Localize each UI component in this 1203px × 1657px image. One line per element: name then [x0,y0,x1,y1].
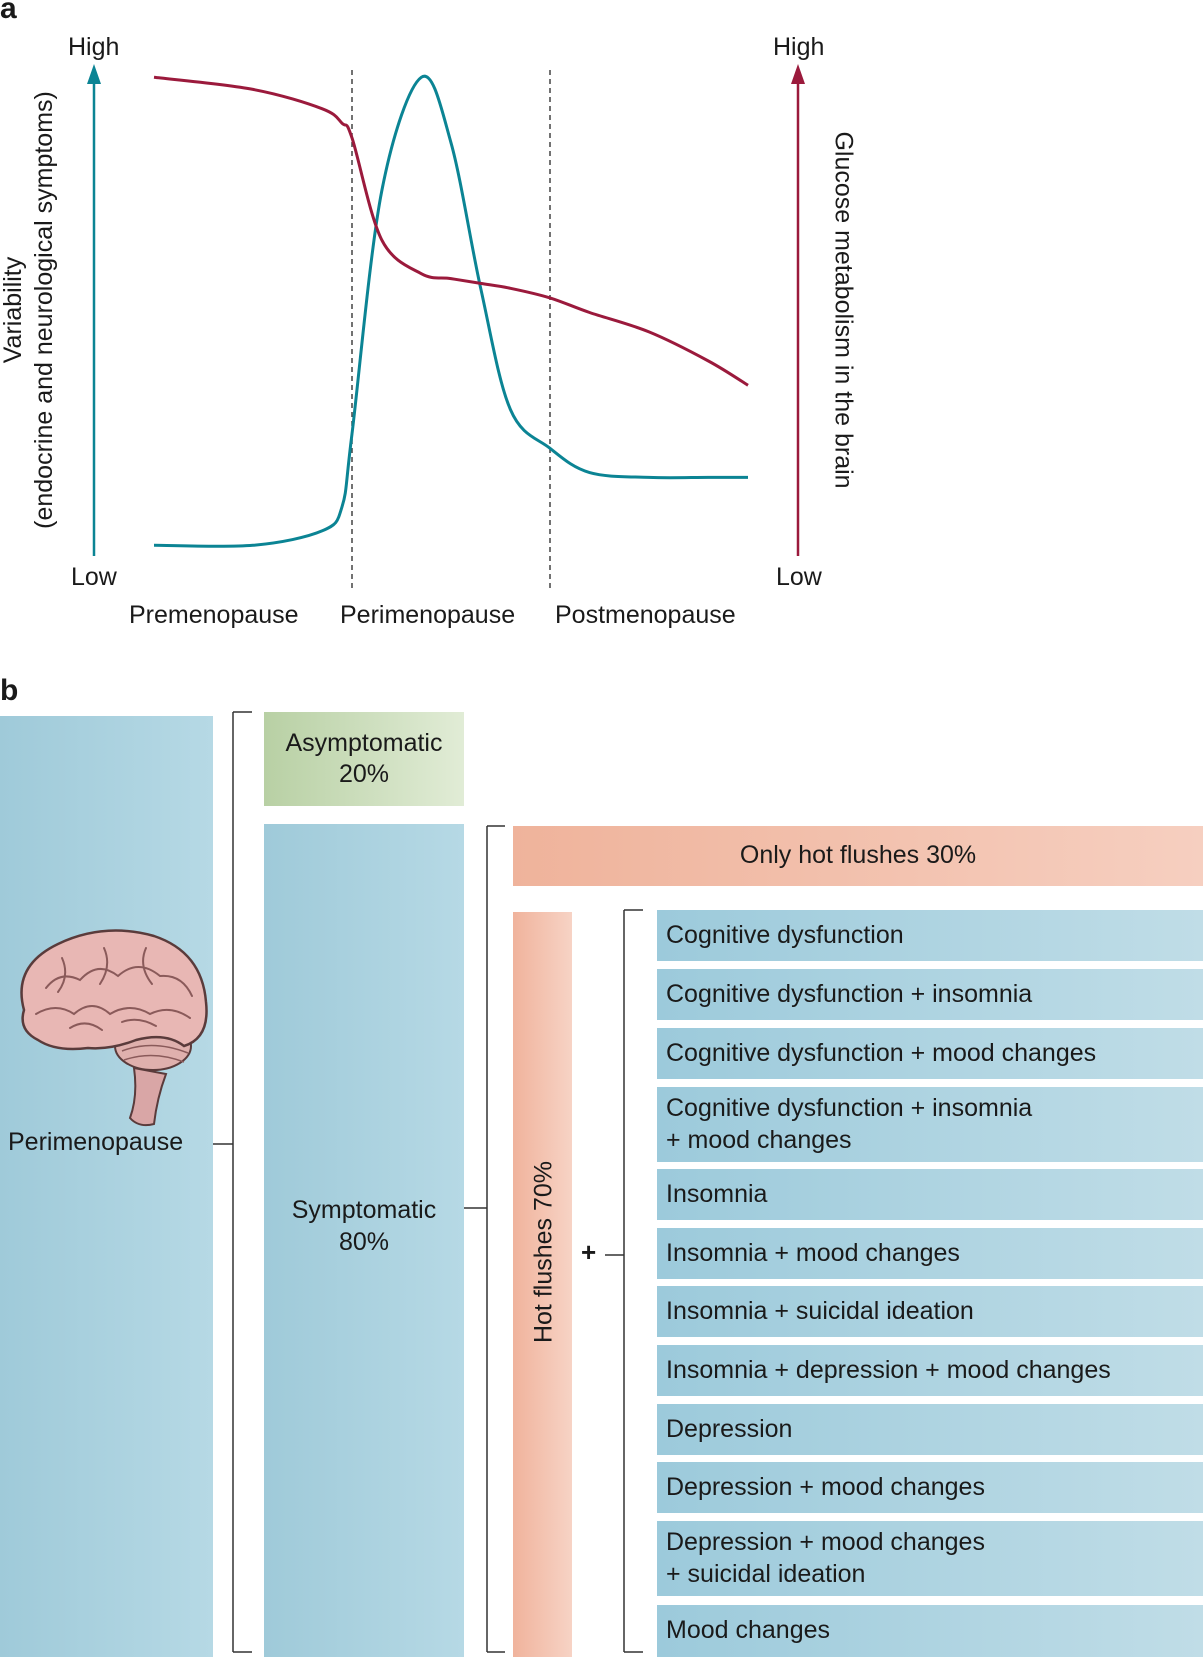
only-hot-flushes-label: Only hot flushes 30% [739,841,977,870]
perimenopause-label: Perimenopause [8,1128,184,1156]
left-axis-arrowhead [87,64,101,84]
phase-label-postmenopause: Postmenopause [555,601,736,629]
panel-a-letter: a [0,0,17,25]
symptomatic-label: Symptomatic 80% [291,1196,437,1256]
symptom-item: Insomnia + mood changes [657,1228,1203,1279]
symptom-item: Depression + mood changes [657,1462,1203,1513]
symptom-item: Mood changes [657,1605,1203,1657]
symptom-item: Cognitive dysfunction + mood changes [657,1028,1203,1079]
asymptomatic-label: Asymptomatic 20% [285,728,443,788]
brain-icon [20,929,208,1127]
only-hot-flushes-box: Only hot flushes 30% [513,826,1203,886]
variability-curve [153,74,748,548]
symptom-item: Cognitive dysfunction [657,910,1203,961]
symptom-item: Depression + mood changes + suicidal ide… [657,1521,1203,1596]
perimenopause-column [0,716,213,1657]
phase-label-premenopause: Premenopause [129,601,299,629]
symptom-item: Insomnia + depression + mood changes [657,1345,1203,1396]
glucose-variability-chart [87,64,805,588]
symptom-item: Depression [657,1404,1203,1455]
left-axis-low-label: Low [71,563,117,591]
phase-label-perimenopause: Perimenopause [340,601,516,629]
asymptomatic-box: Asymptomatic 20% [264,712,464,806]
plus-sign: + [581,1237,597,1267]
hot-flushes-label: Hot flushes 70% [529,1160,558,1344]
symptom-item: Cognitive dysfunction + insomnia [657,969,1203,1020]
symptom-item: Cognitive dysfunction + insomnia + mood … [657,1087,1203,1162]
symptomatic-column: Symptomatic 80% [264,824,464,1657]
symptom-item: Insomnia + suicidal ideation [657,1286,1203,1337]
right-axis-low-label: Low [776,563,822,591]
hot-flushes-column [513,912,572,1657]
glucose-metabolism-curve [153,75,749,387]
right-axis-high-label: High [773,33,825,61]
symptom-item: Insomnia [657,1169,1203,1220]
panel-b-letter: b [0,674,19,707]
left-axis-high-label: High [68,33,120,61]
right-axis-arrowhead [791,64,805,84]
